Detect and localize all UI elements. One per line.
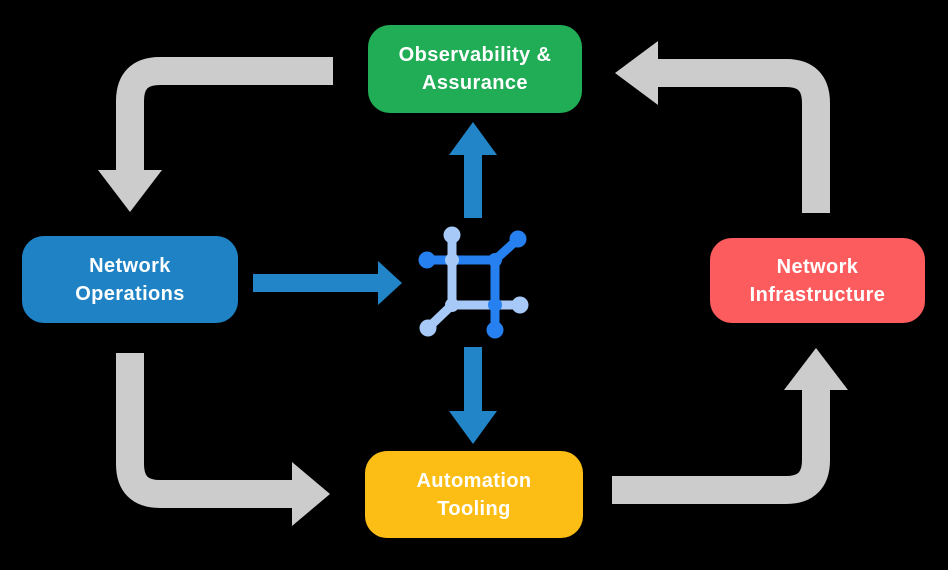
flow-arrow-right-head: [378, 261, 402, 305]
network-mesh-icon-node: [445, 298, 459, 312]
network-mesh-icon-dark-lines: [490, 235, 522, 330]
cycle-arrow-top-right-head: [615, 41, 658, 105]
flow-arrow-down-head: [449, 411, 497, 444]
node-network-infrastructure-label: Network Infrastructure: [749, 255, 886, 306]
network-mesh-icon-node: [509, 230, 527, 248]
cycle-arrow-bottom-left: [116, 353, 330, 526]
cycle-arrow-top-left: [98, 57, 333, 212]
cycle-arrow-top-left-head: [98, 170, 162, 212]
network-mesh-icon-node: [443, 226, 461, 244]
cycle-arrow-bottom-right: [612, 348, 848, 504]
network-mesh-icon-node: [488, 253, 502, 267]
cycle-arrow-bottom-left-shaft: [116, 353, 292, 508]
cycle-arrow-top-right: [615, 41, 830, 213]
cycle-arrow-bottom-right-shaft: [612, 390, 830, 504]
cycle-arrow-top-left-shaft: [116, 57, 333, 172]
node-observability-assurance: Observability & Assurance: [368, 25, 582, 113]
node-network-operations: Network Operations: [22, 236, 238, 323]
node-automation-tooling: Automation Tooling: [365, 451, 583, 538]
network-mesh-icon-node: [488, 298, 502, 312]
flow-arrow-up-head: [449, 122, 497, 155]
node-automation-tooling-label: Automation Tooling: [416, 469, 532, 520]
network-mesh-icon-node: [419, 319, 437, 337]
flow-arrow-down: [449, 347, 497, 444]
network-mesh-icon-node: [511, 296, 529, 314]
node-network-operations-label: Network Operations: [75, 254, 185, 305]
cycle-arrow-top-right-shaft: [658, 59, 830, 213]
cycle-arrow-bottom-left-head: [292, 462, 330, 526]
network-mesh-icon-node: [418, 251, 436, 269]
network-mesh-icon: [418, 226, 529, 339]
cycle-arrow-bottom-right-head: [784, 348, 848, 390]
network-mesh-icon-node: [486, 321, 504, 339]
flow-arrow-right: [253, 261, 402, 305]
node-network-infrastructure: Network Infrastructure: [710, 238, 925, 323]
flow-arrow-up: [449, 122, 497, 218]
node-observability-assurance-label: Observability & Assurance: [398, 44, 552, 94]
network-mesh-icon-node: [445, 253, 459, 267]
